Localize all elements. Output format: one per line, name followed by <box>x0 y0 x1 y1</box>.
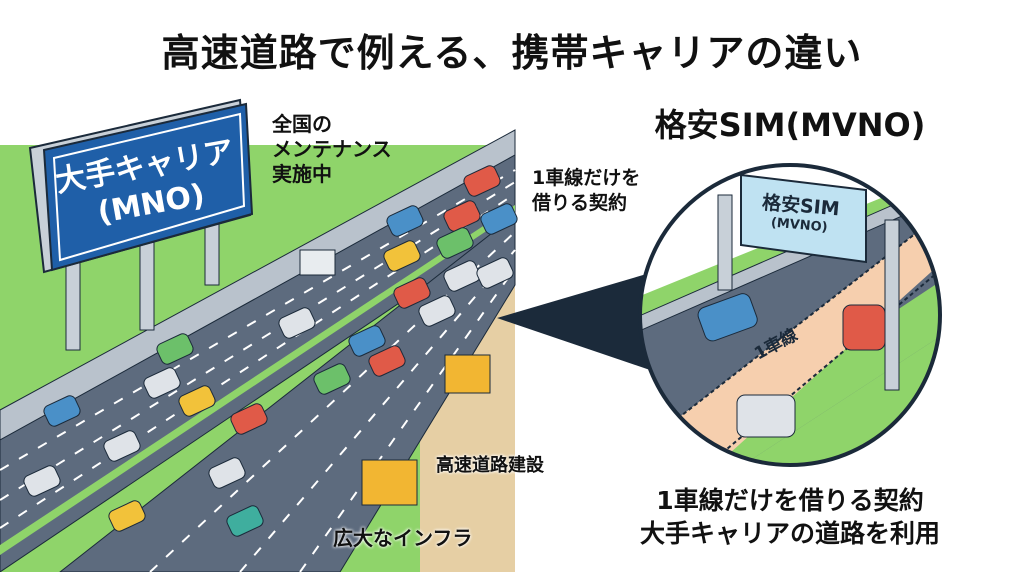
construction-label: 高速道路建設 <box>436 455 544 476</box>
car <box>386 205 424 237</box>
mno-highway-scene <box>0 98 518 572</box>
infrastructure-label: 広大なインフラ <box>333 526 473 550</box>
car <box>480 203 518 235</box>
car <box>156 333 194 365</box>
car <box>43 395 81 427</box>
car <box>278 307 316 339</box>
mvno-summary: 1車線だけを借りる契約 大手キャリアの道路を利用 <box>600 484 980 550</box>
truck <box>299 249 336 276</box>
white-car <box>736 394 796 438</box>
car <box>443 260 481 292</box>
construction-truck <box>361 459 418 506</box>
lane-note-line: 借りる契約 <box>532 192 628 214</box>
maintenance-line: 全国の <box>272 112 332 136</box>
mno-billboard <box>42 102 254 272</box>
maintenance-line: メンテナンス <box>272 137 392 161</box>
mvno-zoom-circle <box>640 165 940 465</box>
red-car <box>842 304 886 351</box>
construction-truck <box>444 354 491 394</box>
lane-note: 1車線だけを 借りる契約 <box>532 166 640 216</box>
car <box>208 457 246 489</box>
mvno-sign <box>740 173 867 264</box>
summary-line: 1車線だけを借りる契約 <box>656 486 924 515</box>
car <box>103 430 141 462</box>
car <box>108 500 146 532</box>
callout-pointer <box>497 270 660 370</box>
car <box>418 295 456 327</box>
car <box>230 403 268 435</box>
summary-line: 大手キャリアの道路を利用 <box>639 519 940 548</box>
car <box>23 465 61 497</box>
car <box>348 325 386 357</box>
car <box>383 240 421 272</box>
car <box>436 227 474 259</box>
maintenance-line: 実施中 <box>272 162 332 186</box>
maintenance-label: 全国の メンテナンス 実施中 <box>272 112 392 187</box>
car <box>143 367 181 399</box>
lane-note-line: 1車線だけを <box>532 167 641 189</box>
car <box>443 200 481 232</box>
car <box>463 165 501 197</box>
car <box>313 363 351 395</box>
page-title: 高速道路で例える、携帯キャリアの違い <box>161 31 863 75</box>
car <box>226 505 264 537</box>
car <box>393 277 431 309</box>
car <box>476 257 514 289</box>
car <box>368 345 406 377</box>
car <box>178 385 216 417</box>
blue-car <box>697 293 758 342</box>
mvno-title: 格安SIM(MVNO) <box>654 106 926 144</box>
